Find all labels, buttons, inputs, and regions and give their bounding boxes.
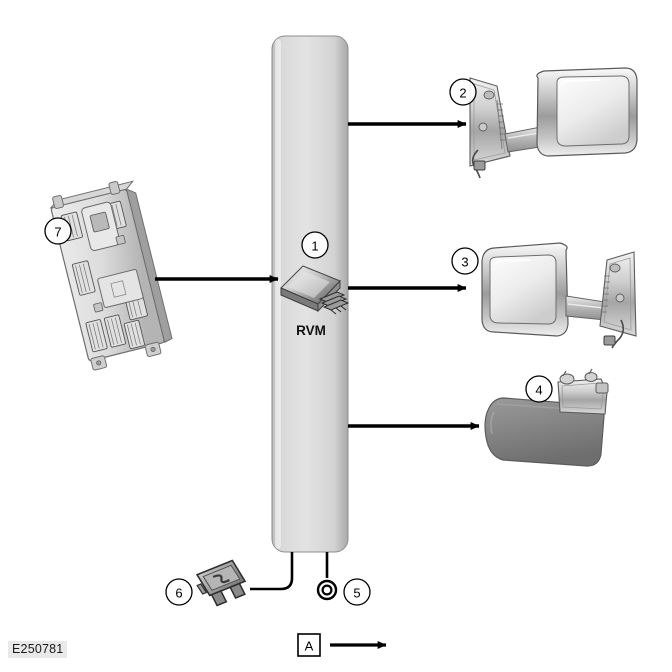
- module-label: RVM: [296, 323, 326, 338]
- left-exterior-mirror-graphic: [481, 242, 637, 349]
- central-junction-box-graphic: [49, 180, 173, 371]
- callout-1-label: 1: [311, 239, 318, 254]
- callout-6-label: 6: [175, 586, 182, 601]
- right-exterior-mirror-graphic: [469, 67, 638, 179]
- fuse-wire: [250, 552, 294, 591]
- bottom-wiring: [250, 552, 329, 591]
- continuation-reference-a: A: [297, 633, 387, 657]
- callout-3-label: 3: [461, 255, 468, 270]
- callout-4-label: 4: [535, 383, 542, 398]
- callout-5-label: 5: [353, 586, 360, 601]
- reference-box-label: A: [305, 639, 314, 654]
- arrow-group: [155, 120, 480, 430]
- callout-6: 6: [165, 578, 193, 606]
- callout-1: 1: [301, 231, 329, 259]
- callout-2-label: 2: [459, 86, 466, 101]
- ground-eyelet-graphic: [316, 579, 338, 601]
- interior-rear-view-mirror-graphic: [484, 368, 609, 467]
- callout-group: 1 2 3 4 5 6 7: [44, 78, 553, 606]
- rear-view-mirror-module-graphic: RVM: [280, 265, 350, 338]
- callout-7: 7: [44, 217, 72, 245]
- figure-id-label: E250781: [8, 641, 68, 658]
- callout-7-label: 7: [54, 225, 61, 240]
- callout-4: 4: [525, 375, 553, 403]
- callout-2: 2: [449, 78, 477, 106]
- fuse-graphic: [195, 559, 247, 607]
- callout-3: 3: [451, 247, 479, 275]
- callout-5: 5: [343, 578, 371, 606]
